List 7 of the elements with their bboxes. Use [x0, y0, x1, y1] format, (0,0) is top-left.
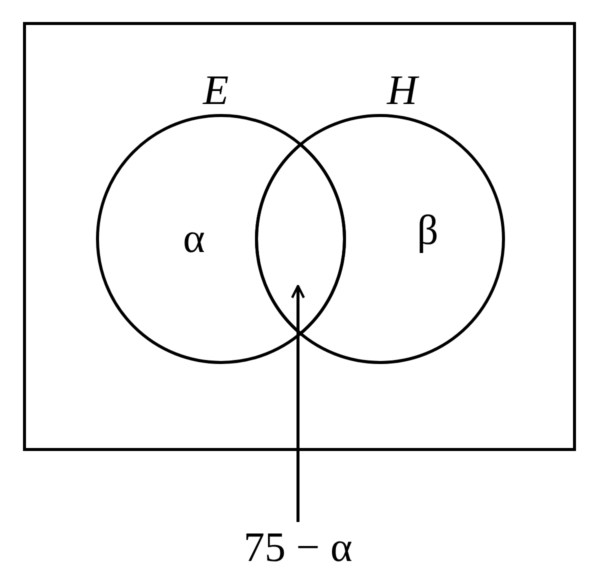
set-label: E: [203, 70, 229, 112]
universal-set-rectangle: [23, 22, 576, 451]
annotation-label: 75 − α: [244, 524, 352, 572]
leader-arrow: [291, 284, 305, 522]
region-label: α: [183, 218, 206, 260]
region-label: β: [417, 210, 438, 252]
set-label: H: [387, 70, 418, 112]
